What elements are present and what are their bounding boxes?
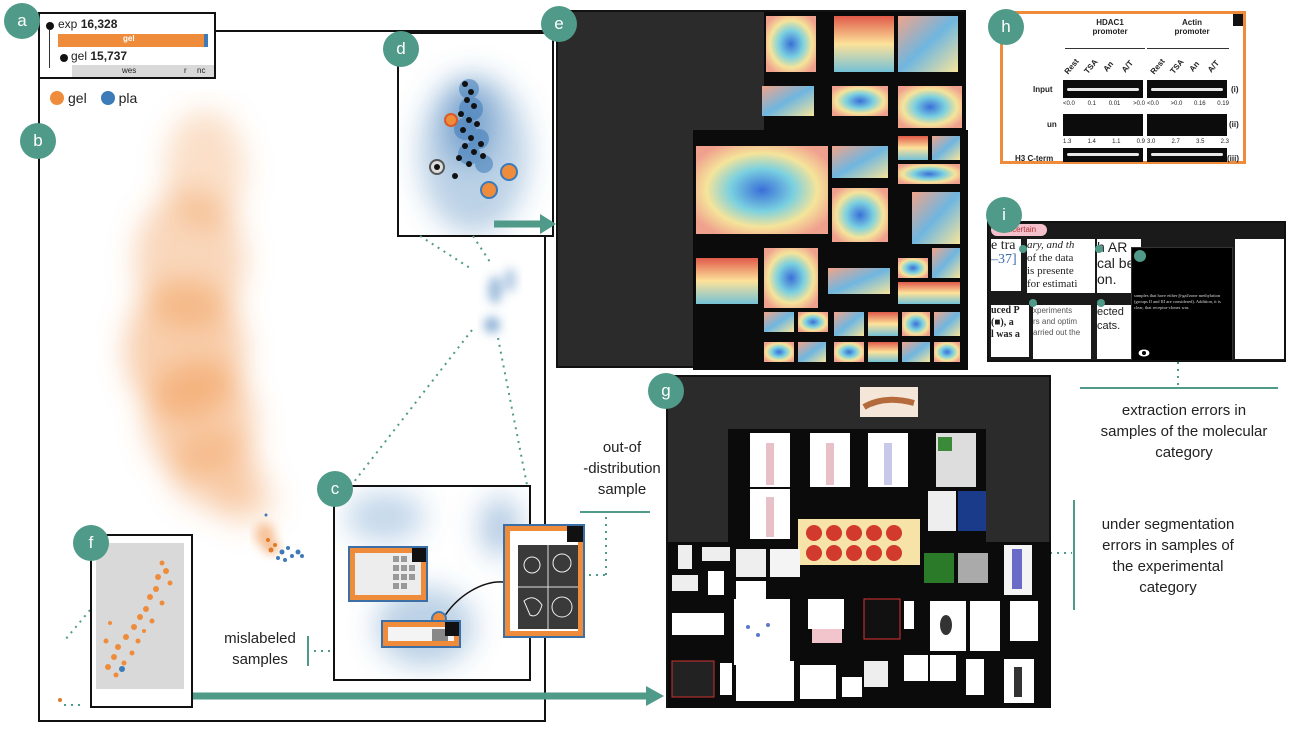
blot-lane-label: Rest [1062, 56, 1081, 77]
sample-grid-panel-e[interactable] [556, 10, 968, 370]
blot-row-label: Input [1033, 85, 1053, 94]
legend: gel pla [50, 90, 137, 106]
badge-e: e [541, 6, 577, 42]
grid-g-thumbs [671, 387, 1038, 703]
annotation-ood: out-of -distribution sample [583, 439, 661, 498]
legend-item-gel[interactable]: gel [50, 90, 87, 106]
card-1-thumbnail [393, 556, 415, 589]
blot-col2-title: Actin promoter [1174, 18, 1210, 36]
badge-i: i [986, 197, 1022, 233]
tree-connector [49, 30, 50, 68]
mislabeled-card-2[interactable] [381, 620, 461, 648]
tree-child-node[interactable] [60, 54, 68, 62]
annotation-mislabeled: mislabeled samples [224, 630, 296, 668]
blot-band-row2-right [1147, 114, 1227, 136]
blot-lane-label: TSA [1168, 57, 1186, 76]
badge-d: d [383, 31, 419, 67]
blot-col1-title: HDAC1 promoter [1092, 18, 1128, 36]
overview-frame [38, 30, 546, 722]
blot-corner-marker [1233, 14, 1243, 26]
badge-c: c [317, 471, 353, 507]
annotation-experimental: under segmentation errors in samples of … [1101, 516, 1235, 596]
legend-item-pla[interactable]: pla [100, 90, 137, 106]
grid-e-thumbs [696, 16, 962, 362]
zoom-panel-f[interactable] [90, 534, 193, 708]
mislabeled-card-1[interactable] [348, 546, 428, 602]
zoom-panel-d[interactable] [397, 32, 554, 237]
blot-row-label: H3 C-term [1015, 154, 1054, 163]
blot-row-label: un [1047, 120, 1057, 129]
doc-text-block-right [1235, 239, 1284, 359]
blot-lane-label: A/T [1119, 58, 1136, 75]
annotation-molecular: extraction errors in samples of the mole… [1100, 402, 1268, 461]
tree-sub-bar[interactable]: wes r nc [72, 65, 214, 77]
hierarchy-tree-panel: exp 16,328 gel gel 15,737 wes r nc [38, 12, 216, 79]
blot-lane-label: A/T [1205, 58, 1222, 75]
blot-lane-label: TSA [1082, 57, 1100, 76]
zoom-f-area [96, 543, 184, 689]
eye-icon[interactable] [1138, 344, 1150, 357]
badge-f: f [73, 525, 109, 561]
card-1-corner-marker [412, 548, 426, 562]
zoom-f-points [103, 560, 173, 678]
badge-h: h [988, 9, 1024, 45]
doc-overlay-text: samples that have either β-gal/zone meth… [1134, 293, 1221, 310]
blot-row-mark: (i) [1231, 85, 1239, 94]
blot-band-row3-right [1147, 148, 1227, 162]
blot-lane-label: An [1101, 59, 1116, 74]
blot-row-mark: (iii) [1227, 154, 1239, 163]
blot-band-row3-left [1063, 148, 1143, 162]
blot-panel-h[interactable]: HDAC1 promoter Actin promoter Rest TSA A… [1000, 11, 1246, 164]
badge-g: g [648, 373, 684, 409]
blot-row-mark: (ii) [1229, 120, 1239, 129]
ood-card-corner-marker [567, 526, 583, 542]
badge-b: b [20, 123, 56, 159]
blot-lane-label: An [1187, 59, 1202, 74]
blot-lane-label: Rest [1148, 56, 1167, 77]
tree-root-node[interactable] [46, 22, 54, 30]
blot-band-row1-right [1147, 80, 1227, 98]
tree-bar-gel[interactable]: gel [58, 34, 208, 47]
zoom-d-density [419, 74, 529, 234]
ood-card[interactable] [503, 524, 585, 638]
tree-child-label: gel 15,737 [71, 49, 128, 63]
doc-overlay-sample[interactable]: samples that have either β-gal/zone meth… [1131, 247, 1233, 360]
sample-grid-panel-g[interactable] [666, 375, 1051, 708]
ood-card-thumbnail [518, 545, 578, 629]
legend-swatch-gel [50, 91, 64, 105]
blot-band-row2-left [1063, 114, 1143, 136]
projection-scatter[interactable] [40, 90, 540, 720]
badge-a: a [4, 3, 40, 39]
card-2-corner-marker [445, 622, 459, 636]
legend-swatch-pla [100, 91, 115, 105]
doc-text-block: e tra–37] [991, 239, 1021, 291]
tree-root-label: exp 16,328 [58, 17, 118, 31]
blot-band-row1-left [1063, 80, 1143, 98]
